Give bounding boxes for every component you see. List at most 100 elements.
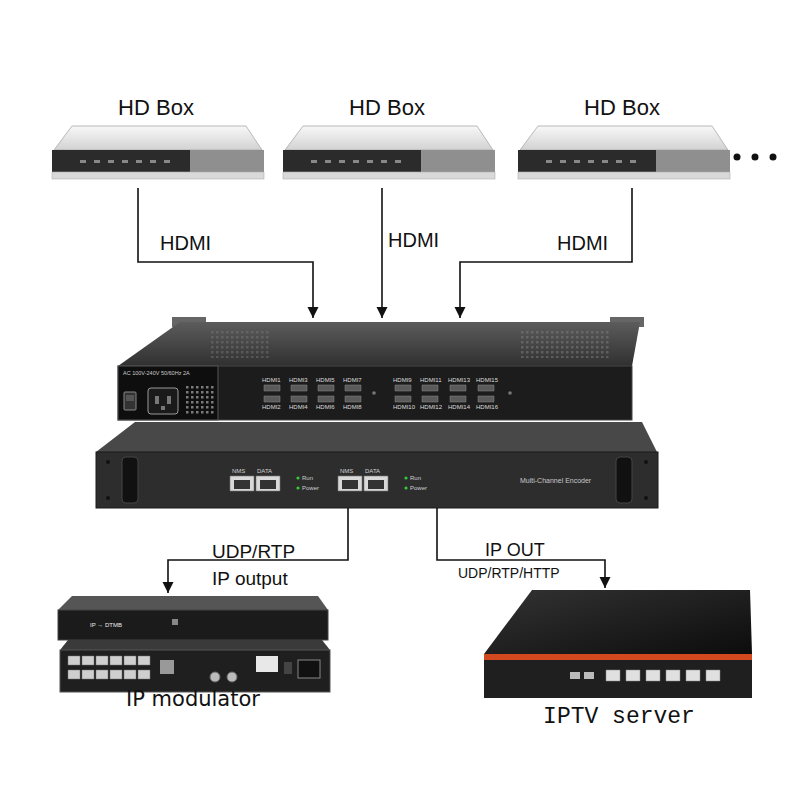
ear-hole [106,460,110,464]
port-label: HDMI9 [393,377,412,383]
chassis-vent [520,330,610,358]
chassis-vent [210,330,270,358]
set-top-box: HD Box [48,92,264,188]
chassis-top [96,422,657,452]
switch-rocker [126,395,134,401]
network-ports [230,476,388,491]
set-top-box-art [518,126,730,179]
power-section [118,366,218,420]
device-name: IPTV server [483,706,755,729]
signal-connector [381,188,383,318]
rear-panel [118,366,632,420]
port-label: HDMI4 [289,404,308,410]
front-button [172,619,178,625]
panel-label: Power [302,485,319,491]
chassis-top [118,322,640,366]
ear-hole [644,460,648,464]
panel-label: IP → DTMB [90,622,122,628]
device-name: HD Box [514,97,730,119]
front-panel [96,452,658,508]
fan-grille [186,386,214,416]
more-dot [734,154,741,161]
port-label: HDMI2 [262,404,281,410]
power-socket [148,388,178,414]
rack-unit: Multi-Channel Encoder [95,318,657,508]
more-dot [770,154,777,161]
ear-hole [106,496,110,500]
set-top-box-art [52,126,264,179]
ground-screw [508,391,512,395]
status-led [404,476,407,479]
rating-sticker [256,656,278,672]
signal-connector [138,188,313,318]
socket-pins [155,396,171,410]
status-led [296,486,299,489]
modulator-unit: IP modulator [52,593,334,718]
rf-connector [227,672,237,682]
rack-handle [122,457,138,503]
ground-screw [372,391,376,395]
power-switch [284,662,292,674]
port-label: HDMI13 [448,377,470,383]
port-label: HDMI16 [476,404,498,410]
unit-top [58,596,328,610]
device-name: HD Box [48,97,264,119]
unit-top [60,640,330,650]
network-ports [606,670,720,681]
more-dot [752,154,759,161]
port-label: HDMI5 [316,377,335,383]
port-label: HDMI7 [343,377,362,383]
device-name: HD Box [279,97,495,119]
rack-handle [616,457,632,503]
server-stripe [484,654,752,660]
port-label: HDMI3 [289,377,308,383]
link-label: HDMI [160,233,211,253]
power-switch [124,392,136,410]
signal-connector [460,188,632,318]
link-label: UDP/RTP IP output [212,539,312,592]
link-label: IP OUT [485,541,545,559]
network-ports [68,656,150,679]
port-label: HDMI14 [448,404,470,410]
port-label: HDMI10 [393,404,415,410]
set-top-box: HD Box [279,92,495,188]
unit-front [58,610,328,640]
panel-label: Run [302,475,313,481]
rf-connector [210,672,220,682]
device-name: IP modulator [52,689,334,710]
unit-rear [60,650,330,692]
ear-hole [644,496,648,500]
link-label: HDMI [557,233,608,253]
panel-label: Run [410,475,421,481]
power-rating: AC 100V-240V 50/60Hz 2A [123,371,190,377]
panel-label: DATA [365,468,380,474]
port-label: HDMI15 [476,377,498,383]
media-server: IPTV server [483,588,755,730]
panel-label: NMS [232,468,245,474]
port-label: HDMI6 [316,404,335,410]
set-top-box-art [283,126,495,179]
panel-label: NMS [340,468,353,474]
usb-ports [570,672,594,679]
port-label: HDMI1 [262,377,281,383]
port-label: HDMI12 [420,404,442,410]
sfp-cage [160,660,174,674]
signal-connector [168,508,348,593]
protocol-label: UDP/RTP/HTTP [458,566,560,580]
video-ports [264,385,494,402]
server-front [484,660,752,698]
set-top-box: HD Box [514,92,730,188]
signal-connector [437,508,605,588]
power-socket [298,660,320,678]
panel-label: Power [410,485,427,491]
device-name: Multi-Channel Encoder [520,477,640,484]
port-label: HDMI11 [420,377,442,383]
server-top [484,590,752,654]
status-led [296,476,299,479]
status-led [404,486,407,489]
